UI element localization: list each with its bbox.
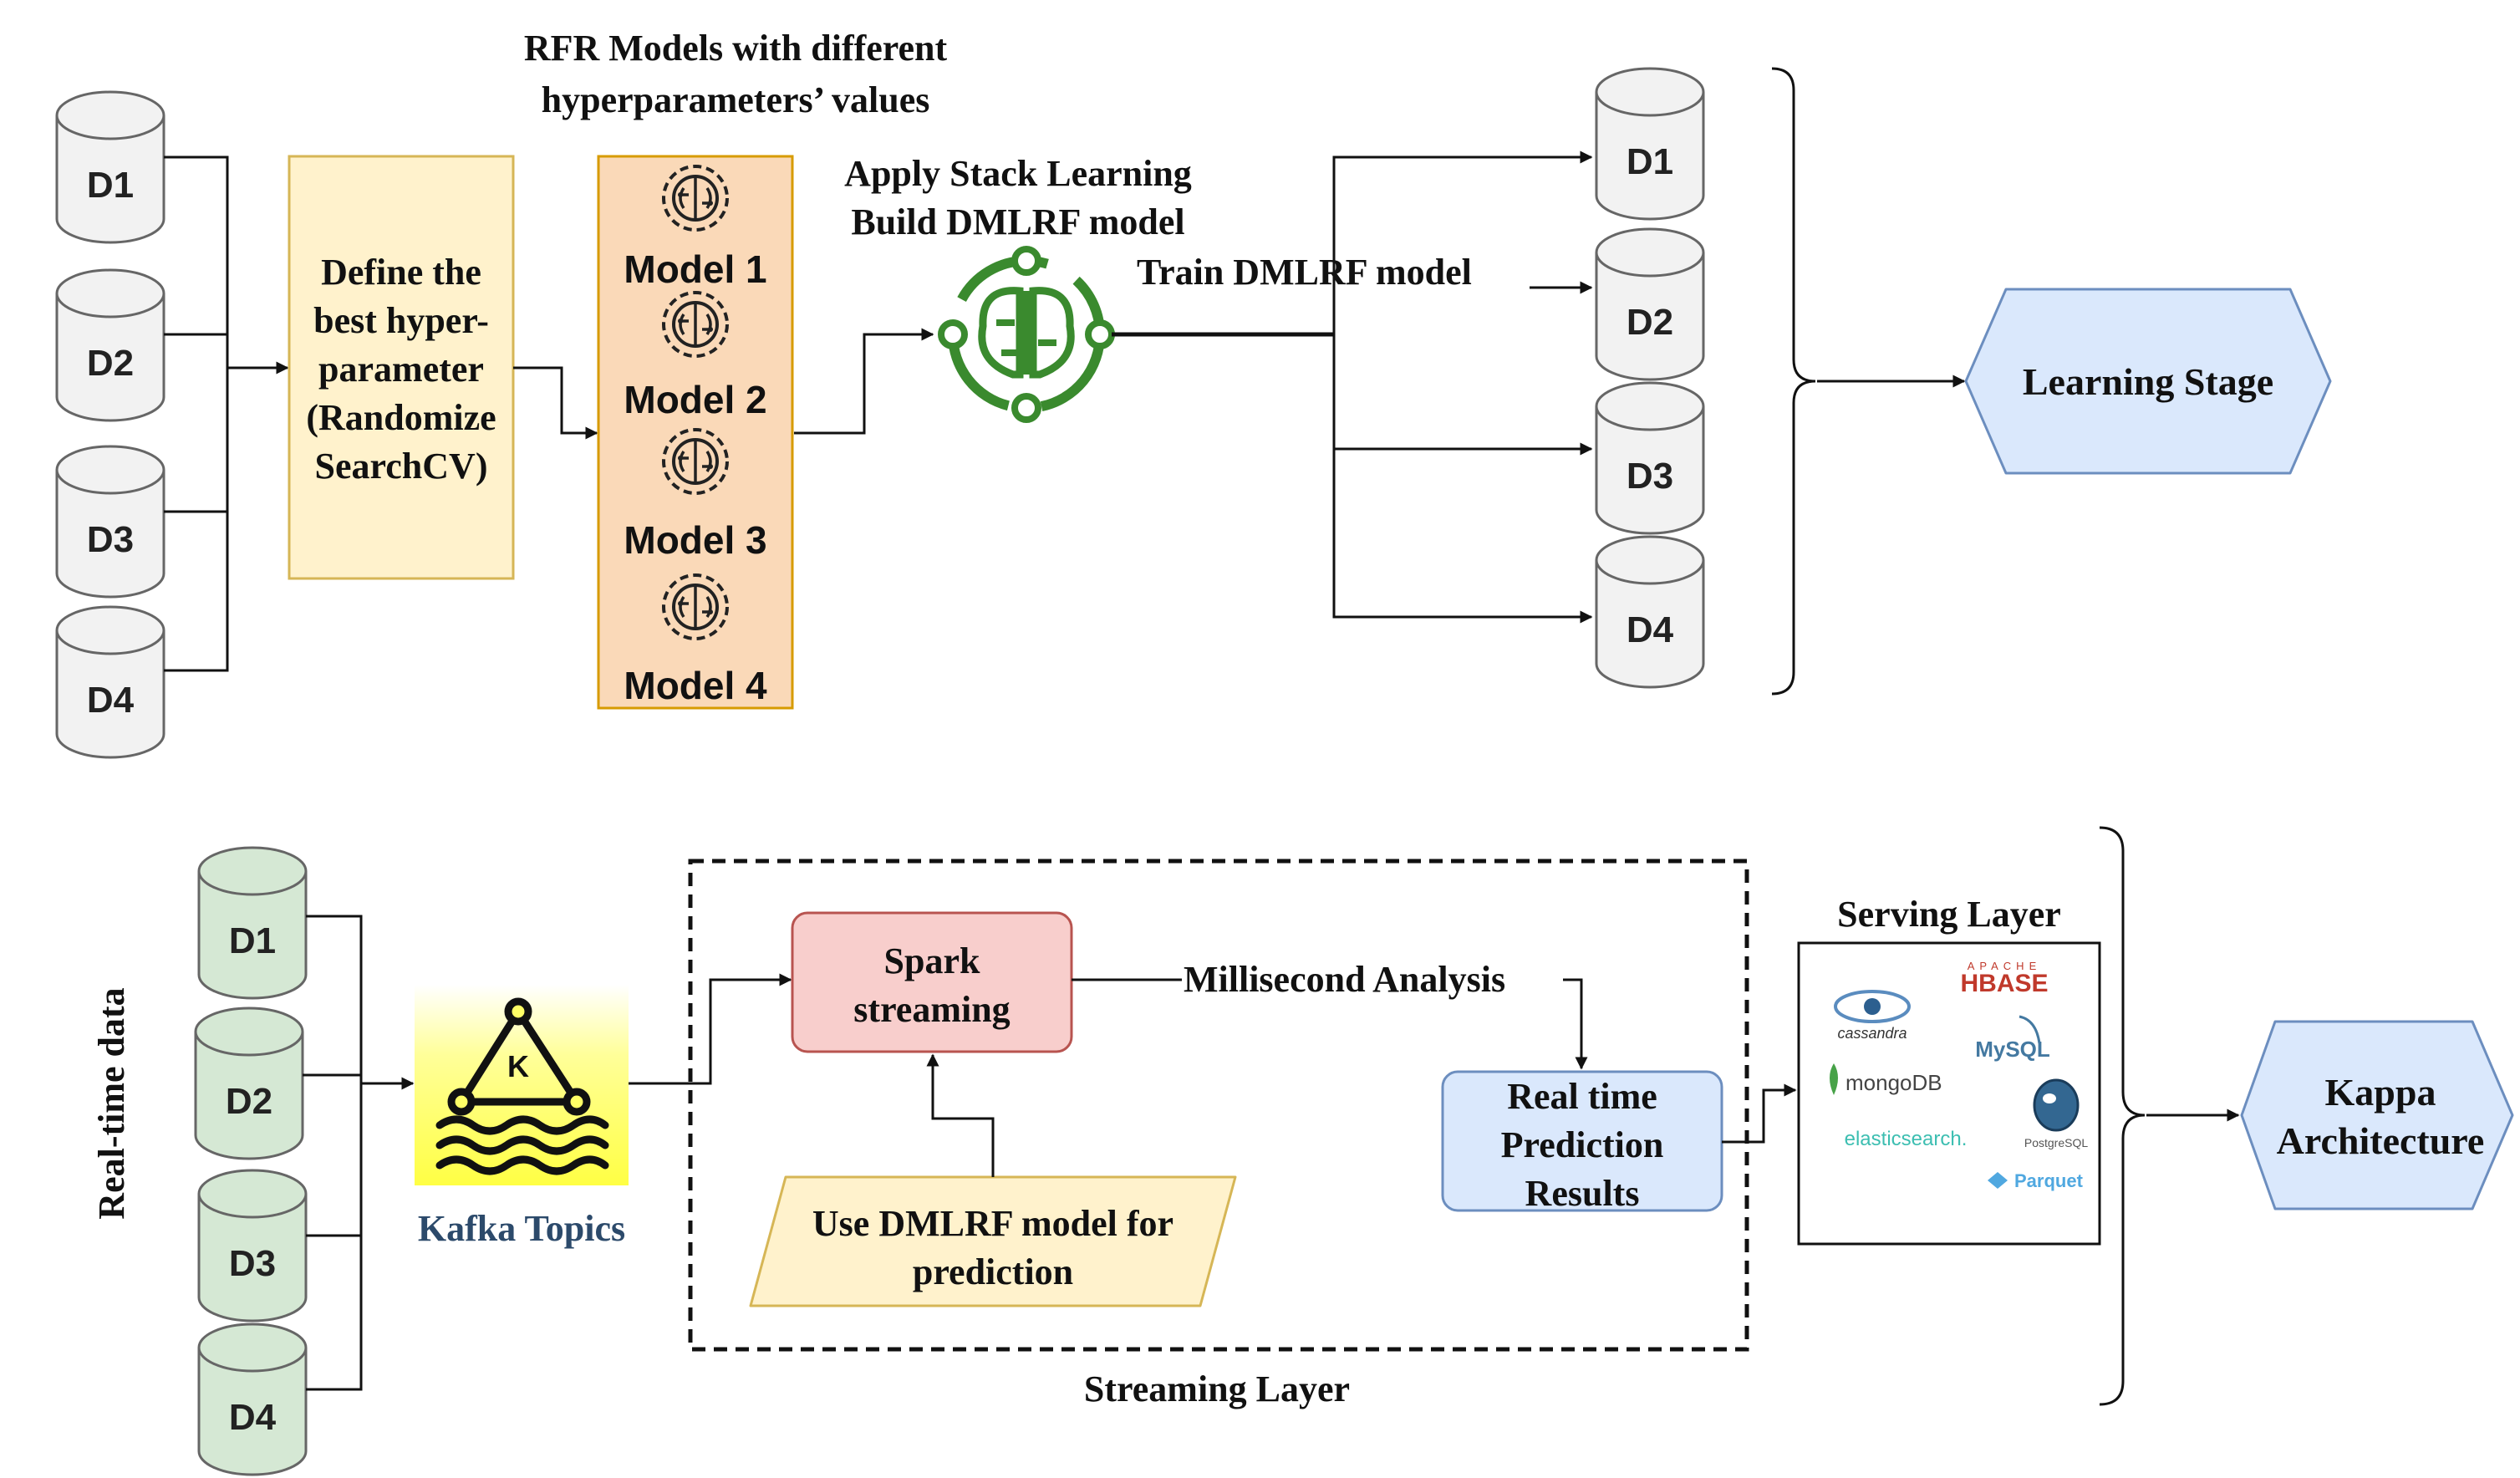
mysql-text: MySQL [1975,1037,2050,1062]
db-label: D4 [87,680,135,721]
output-db-d1: D1 [1595,67,1705,221]
connector-model-to-spark [926,1053,995,1177]
db-label: D4 [1627,609,1674,650]
db-label: D3 [87,519,134,560]
mongodb-logo: mongoDB [1830,1063,1942,1095]
cassandra-text: cassandra [1837,1025,1907,1042]
kappa-label-line: Kappa [2325,1071,2436,1114]
connector-models-to-stack [794,328,934,435]
connector-to-output-d4 [1332,334,1593,624]
stream-db-d1: D1 [197,846,308,1000]
connector-hyper-to-models [513,366,598,440]
learning-brace [1771,67,1816,696]
stream-db-d3: D3 [197,1169,308,1323]
rfr-title-line: hyperparameters’ values [542,79,930,120]
db-label: D3 [229,1243,276,1284]
connector-results-to-serving [1722,1083,1797,1144]
kafka-icon [435,997,609,1175]
hyperparameter-line: parameter [318,349,484,390]
mongodb-text: mongoDB [1845,1070,1942,1095]
kappa-architecture-box [2240,1020,2514,1210]
parquet-text: Parquet [2014,1170,2084,1191]
use-model-line: prediction [913,1251,1073,1292]
stream-db-d4: D4 [197,1323,308,1476]
streaming-layer-label: Streaming Layer [1084,1368,1350,1409]
model-label: Model 3 [624,518,766,562]
results-line: Real time [1507,1076,1657,1117]
analysis-label: Millisecond Analysis [1184,959,1505,1000]
stream-db-d2: D2 [194,1007,304,1160]
db-label: D4 [229,1397,277,1438]
real-time-data-label: Real-time data [91,987,132,1219]
model-label: Model 2 [624,378,766,421]
hyperparameter-line: best hyper- [313,300,489,341]
results-line: Prediction [1501,1124,1664,1165]
learning-stage-box [1964,288,2332,475]
hbase-text: HBASE [1960,970,2048,997]
kappa-label-line: Architecture [2277,1119,2485,1162]
input-connectors [164,155,289,672]
connector-to-output-d1 [1332,150,1593,334]
hyperparameter-line: Define the [321,252,481,293]
model-4: Model 4 [624,573,767,707]
mysql-logo: MySQL [1975,1015,2050,1062]
hyperparameter-text: Define the best hyper- parameter (Random… [306,252,496,487]
postgresql-text: PostgreSQL [2024,1136,2088,1149]
kappa-brace [2099,826,2146,1406]
use-model-box [749,1175,1237,1307]
learning-stage: D1 D2 D3 D4 Define the best hyper- param… [55,28,2332,759]
serving-layer-label: Serving Layer [1837,894,2061,935]
hyperparameter-box [288,155,515,580]
elasticsearch-logo: elasticsearch. [1845,1128,1968,1150]
results-line: Results [1525,1173,1640,1214]
output-db-d2: D2 [1595,227,1705,381]
input-db-d3: D3 [55,445,165,599]
connector-kafka-to-spark [629,973,792,1085]
model-label: Model 4 [624,664,767,707]
use-model-line: Use DMLRF model for [812,1203,1173,1244]
train-label: Train DMLRF model [1137,252,1472,293]
hbase-top-text: APACHE [1968,960,2042,972]
db-label: D3 [1627,456,1673,497]
hyperparameter-line: (Randomize [306,397,496,438]
stream-input-connectors [303,915,415,1391]
spark-label-line: streaming [853,989,1010,1030]
hyperparameter-line: SearchCV) [315,446,488,487]
streaming-stage: Real-time data D1 D2 D3 D4 [91,826,2514,1476]
rfr-title-line: RFR Models with different [524,28,948,69]
output-db-d3: D3 [1595,381,1705,535]
postgresql-logo: PostgreSQL [2024,1078,2088,1149]
output-db-d4: D4 [1595,535,1705,689]
spark-streaming-box [791,911,1073,1053]
db-label: D1 [229,920,276,961]
stack-title-line: Build DMLRF model [851,201,1184,242]
stack-learning-brain-icon [938,246,1115,423]
kafka-icon-letter: K [507,1049,529,1083]
model-3: Model 3 [624,428,767,562]
learning-stage-label: Learning Stage [2023,360,2273,403]
input-db-d2: D2 [55,268,165,422]
model-label: Model 1 [624,247,766,291]
hbase-logo: APACHE HBASE [1960,960,2048,997]
streaming-layer-box [688,859,1749,1352]
db-label: D1 [1627,141,1673,182]
parquet-logo: Parquet [1988,1170,2084,1191]
model-2: Model 2 [624,291,767,421]
db-label: D2 [87,343,134,384]
db-label: D1 [87,165,134,206]
cassandra-logo: cassandra [1834,990,1911,1042]
elasticsearch-text: elasticsearch. [1845,1128,1968,1150]
input-db-d1: D1 [55,90,165,244]
stack-title-line: Apply Stack Learning [844,153,1192,194]
model-1: Model 1 [624,165,767,291]
kafka-label: Kafka Topics [418,1208,625,1249]
input-db-d4: D4 [55,605,165,759]
db-label: D2 [1627,302,1673,343]
connector-analysis-to-results [1563,978,1588,1070]
spark-label-line: Spark [884,940,980,981]
db-label: D2 [226,1081,272,1122]
